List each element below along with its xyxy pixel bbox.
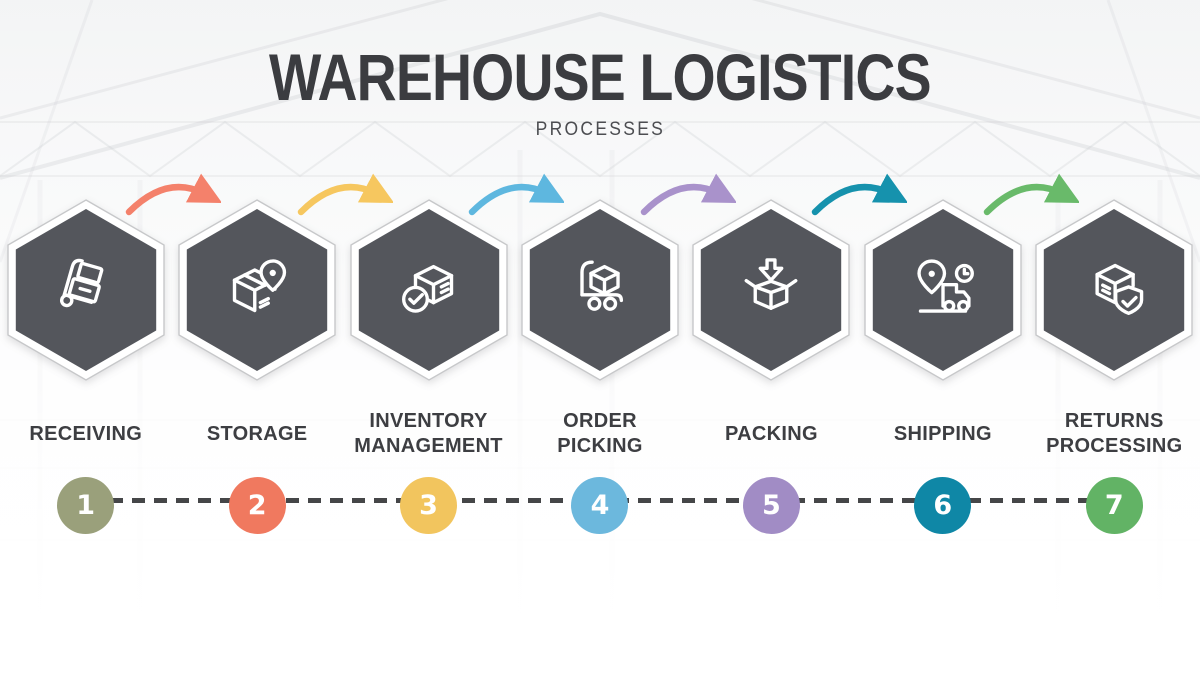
- step-number: 5: [761, 490, 781, 521]
- step-number: 2: [247, 490, 267, 521]
- hexagon-fill: [358, 209, 499, 371]
- step-hexagon: [520, 198, 680, 387]
- hexagon-tile: [349, 199, 508, 381]
- hexagon-tile: [1035, 199, 1193, 381]
- step-label-line: RETURNS: [1064, 410, 1164, 432]
- header: WAREHOUSE LOGISTICS PROCESSES: [0, 44, 1200, 141]
- process-step-6: SHIPPING 6: [857, 198, 1028, 534]
- step-number: 7: [1104, 490, 1124, 521]
- process-steps-row: RECEIVING 1 STORAGE 2: [0, 198, 1200, 534]
- process-step-2: STORAGE 2: [171, 198, 342, 534]
- step-number: 3: [419, 490, 438, 521]
- process-step-7: RETURNS PROCESSING 7: [1029, 198, 1200, 534]
- process-step-4: ORDER PICKING 4: [514, 198, 685, 534]
- step-number-badge: 1: [57, 477, 115, 534]
- step-number: 1: [76, 490, 96, 521]
- step-label-line: MANAGEMENT: [354, 435, 503, 457]
- step-hexagon: [863, 198, 1023, 387]
- step-label-line: RECEIVING: [29, 422, 143, 445]
- step-number: 4: [590, 490, 610, 521]
- step-number-badge: 7: [1085, 477, 1143, 534]
- step-label: SHIPPING: [894, 409, 992, 459]
- hexagon-tile: [521, 199, 679, 381]
- process-step-3: INVENTORY MANAGEMENT 3: [343, 198, 514, 534]
- step-number-badge: 6: [914, 477, 972, 534]
- hexagon-tile: [178, 199, 336, 381]
- step-label-line: STORAGE: [206, 422, 308, 445]
- hexagon-tile: [864, 199, 1022, 381]
- step-number-badge: 5: [742, 477, 800, 534]
- step-hexagon: [349, 198, 509, 387]
- page-title: WAREHOUSE LOGISTICS: [269, 40, 932, 114]
- step-label: STORAGE: [207, 409, 308, 459]
- step-label: PACKING: [725, 409, 818, 459]
- hexagon-tile: [692, 199, 851, 381]
- step-label-line: ORDER: [563, 410, 637, 432]
- step-label-line: PACKING: [724, 422, 818, 445]
- step-label: ORDER PICKING: [557, 409, 642, 459]
- step-number-badge: 2: [228, 477, 286, 534]
- step-number-badge: 3: [400, 477, 458, 534]
- step-number: 6: [933, 490, 953, 521]
- step-label: RETURNS PROCESSING: [1046, 409, 1182, 459]
- step-hexagon: [6, 198, 166, 387]
- step-hexagon: [691, 198, 851, 387]
- hexagon-fill: [701, 209, 842, 371]
- step-label: RECEIVING: [29, 409, 142, 459]
- step-number-badge: 4: [571, 477, 629, 534]
- step-label-line: INVENTORY: [369, 410, 488, 432]
- step-hexagon: [177, 198, 337, 387]
- step-label-line: SHIPPING: [893, 422, 992, 445]
- step-label-line: PICKING: [557, 435, 643, 457]
- process-step-5: PACKING 5: [686, 198, 857, 534]
- page-subtitle-text: PROCESSES: [535, 119, 665, 140]
- step-label-line: PROCESSING: [1046, 435, 1183, 457]
- process-step-1: RECEIVING 1: [0, 198, 171, 534]
- hexagon-tile: [7, 199, 165, 381]
- step-label: INVENTORY MANAGEMENT: [354, 409, 503, 459]
- page-subtitle: PROCESSES: [0, 119, 1200, 141]
- step-hexagon: [1034, 198, 1194, 387]
